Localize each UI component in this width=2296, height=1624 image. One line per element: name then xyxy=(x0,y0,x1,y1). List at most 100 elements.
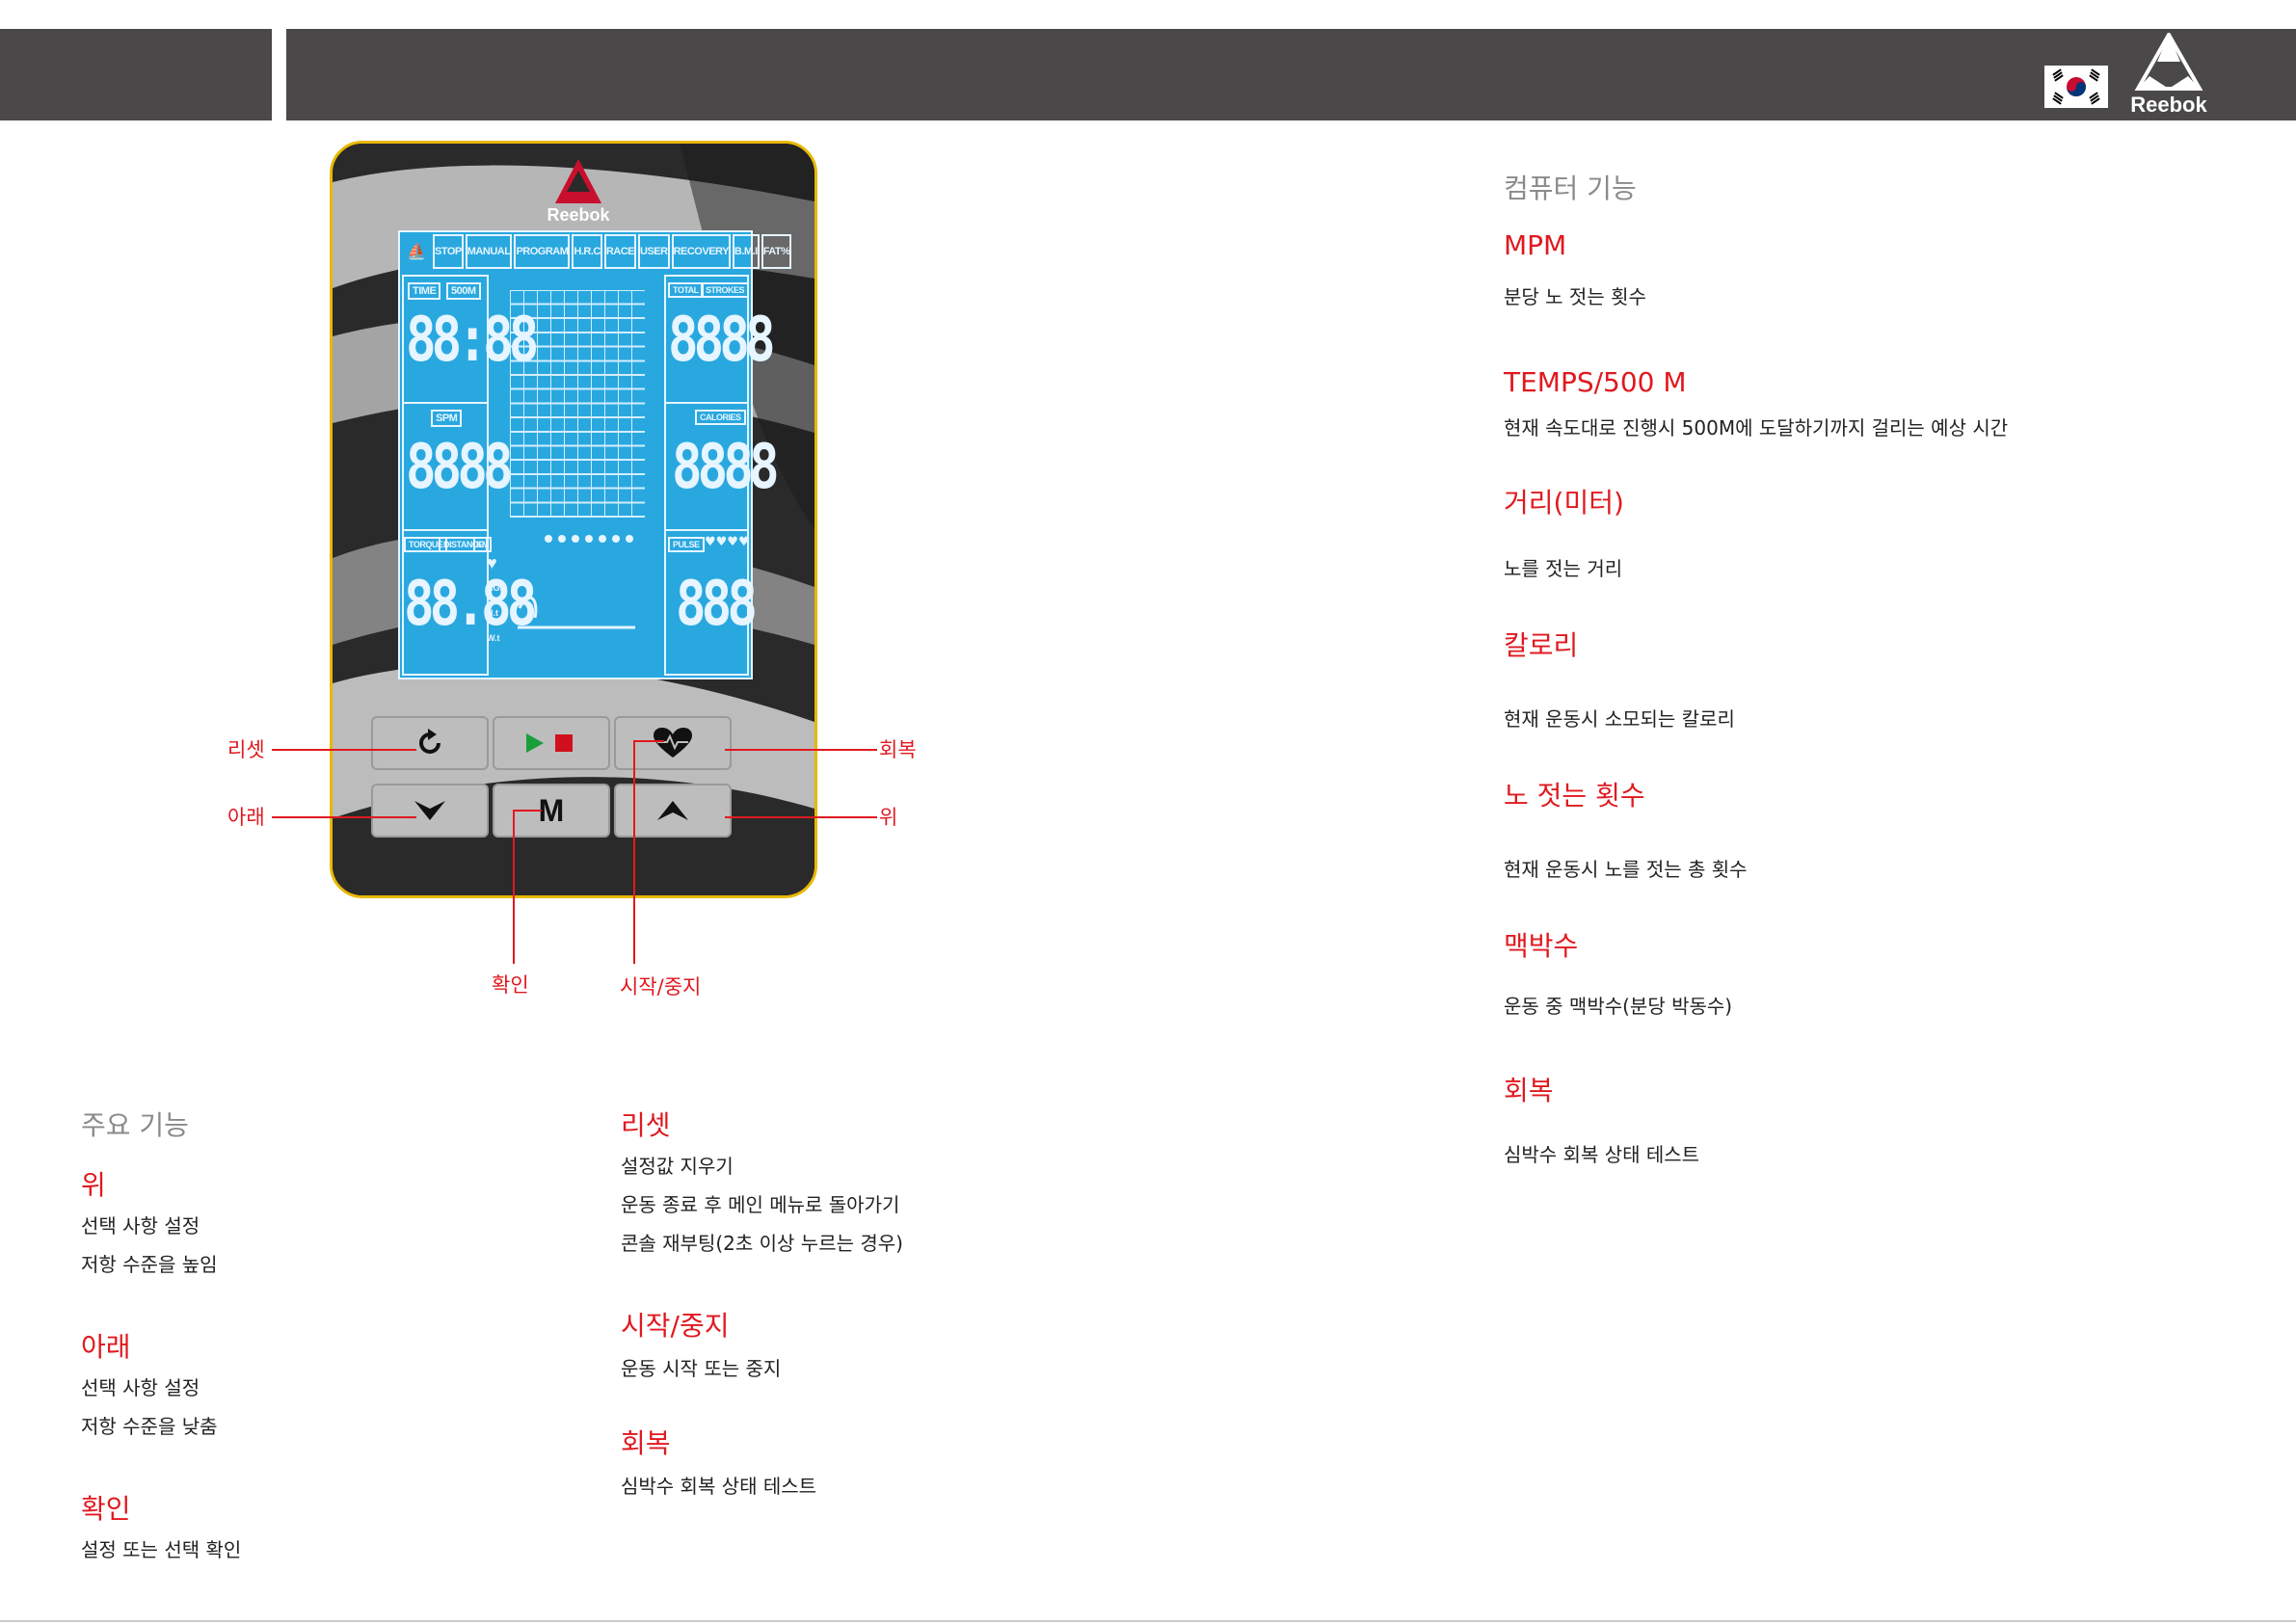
callout-line-start-stop-v xyxy=(633,740,635,964)
callout-line-down xyxy=(272,816,416,818)
callout-line-reset xyxy=(272,749,416,751)
console-reebok-logo: Reebok xyxy=(530,157,627,234)
lcd-label-500m: 500M xyxy=(446,282,481,300)
func-reset-title: 리셋 xyxy=(621,1109,671,1141)
lcd-strokes-panel: TOTAL STROKES 8888 xyxy=(664,275,776,404)
lcd-mode-bmi: B.M.I xyxy=(732,234,760,269)
recovery-button[interactable] xyxy=(614,716,732,770)
reebok-logo: Reebok xyxy=(2121,30,2217,120)
callout-line-confirm-v xyxy=(513,810,515,964)
header-left-bar xyxy=(0,29,272,120)
comp-temps-title: TEMPS/500 M xyxy=(1504,366,1687,398)
lcd-spm-digits: 8888 xyxy=(406,432,514,503)
func-start-stop-line-1: 운동 시작 또는 중지 xyxy=(621,1357,782,1380)
arrow-down-icon xyxy=(414,801,445,820)
lcd-mode-manual: MANUAL xyxy=(465,234,513,269)
lcd-label-calories: CALORIES xyxy=(695,410,746,425)
lcd-label-strokes: STROKES xyxy=(701,282,750,298)
confirm-m-label: M xyxy=(538,792,565,828)
lcd-mode-fat: FAT% xyxy=(761,234,792,269)
comp-recovery-title: 회복 xyxy=(1504,1075,1554,1106)
lcd-distance-panel: TORQUE DISTANCE KM 88.88 xyxy=(402,529,537,676)
lcd-distance-digits: 88.88 xyxy=(404,569,537,640)
func-confirm-line-1: 설정 또는 선택 확인 xyxy=(81,1538,242,1561)
func-recovery-line-1: 심박수 회복 상태 테스트 xyxy=(621,1475,817,1498)
comp-mpm-title: MPM xyxy=(1504,229,1567,261)
lcd-rower-graphic xyxy=(510,521,645,637)
lcd-user-labels: ♥ AGE H.t W.t xyxy=(487,550,508,651)
lcd-label-spm: SPM xyxy=(431,410,463,427)
comp-pulse-title: 맥박수 xyxy=(1504,930,1579,962)
lcd-label-km: KM xyxy=(473,537,492,552)
confirm-m-button[interactable]: M xyxy=(493,784,610,838)
func-reset-line-2: 운동 종료 후 메인 메뉴로 돌아가기 xyxy=(621,1193,900,1216)
lcd-label-ht: H.t xyxy=(487,608,498,618)
lcd-label-distance: DISTANCE xyxy=(439,537,489,552)
callout-line-up xyxy=(725,816,877,818)
lcd-label-torque: TORQUE xyxy=(404,537,448,552)
up-button[interactable] xyxy=(614,784,732,838)
lcd-mode-row: ⛵ STOP MANUAL PROGRAM H.R.C RACE USER RE… xyxy=(402,234,792,269)
callout-reset: 리셋 xyxy=(227,738,265,761)
func-down-title: 아래 xyxy=(81,1331,131,1363)
comp-strokes-title: 노 젓는 횟수 xyxy=(1504,780,1645,812)
func-up-line-1: 선택 사항 설정 xyxy=(81,1214,200,1238)
lcd-mode-recovery: RECOVERY xyxy=(671,234,731,269)
lcd-label-wt: W.t xyxy=(487,633,500,643)
lcd-label-total: TOTAL xyxy=(668,282,704,298)
comp-strokes-text: 현재 운동시 노를 젓는 총 횟수 xyxy=(1504,858,1748,881)
brand-name: Reebok xyxy=(2130,93,2207,117)
lcd-label-time: TIME xyxy=(408,282,441,300)
lcd-mode-hrc: H.R.C xyxy=(572,234,602,269)
comp-distance-title: 거리(미터) xyxy=(1504,487,1624,519)
comp-pulse-text: 운동 중 맥박수(분당 박동수) xyxy=(1504,995,1733,1018)
lcd-label-pulse: PULSE xyxy=(668,537,705,552)
console-illustration: Reebok ⛵ STOP MANUAL PROGRAM H.R.C RACE … xyxy=(330,141,817,898)
lcd-mode-stop: STOP xyxy=(433,234,464,269)
callout-line-start-stop-h xyxy=(633,740,664,742)
lcd-spm-panel: SPM 8888 xyxy=(402,402,514,531)
func-reset-line-1: 설정값 지우기 xyxy=(621,1155,734,1178)
callout-line-confirm-h xyxy=(513,810,542,812)
play-stop-icon xyxy=(526,733,573,753)
func-confirm-title: 확인 xyxy=(81,1493,131,1525)
lcd-time-panel: TIME 500M 88:88 xyxy=(402,275,539,404)
lcd-pulse-digits: 888 xyxy=(676,569,758,640)
bottom-rule xyxy=(0,1620,2296,1622)
down-button[interactable] xyxy=(371,784,489,838)
func-start-stop-title: 시작/중지 xyxy=(621,1310,730,1342)
func-up-line-2: 저항 수준을 높임 xyxy=(81,1253,218,1276)
console-logo-text: Reebok xyxy=(547,205,610,225)
callout-recovery: 회복 xyxy=(879,738,917,761)
lcd-label-age: AGE xyxy=(487,583,506,593)
lcd-mode-race: RACE xyxy=(603,234,637,269)
heart-rate-icon xyxy=(654,728,692,758)
korea-flag-icon xyxy=(2044,66,2108,108)
main-functions-title: 주요 기능 xyxy=(81,1109,189,1141)
func-reset-line-3: 콘솔 재부팅(2초 이상 누르는 경우) xyxy=(621,1232,903,1255)
callout-line-recovery xyxy=(725,749,877,751)
computer-functions-title: 컴퓨터 기능 xyxy=(1504,173,1637,204)
func-up-title: 위 xyxy=(81,1169,106,1201)
reset-button[interactable] xyxy=(371,716,489,770)
lcd-program-grid xyxy=(510,290,645,518)
comp-mpm-text: 분당 노 젓는 횟수 xyxy=(1504,285,1646,308)
arrow-up-icon xyxy=(657,801,688,820)
comp-calories-title: 칼로리 xyxy=(1504,629,1579,661)
lcd-heart-icon: ♥ xyxy=(487,553,497,572)
lcd-calories-digits: 8888 xyxy=(672,432,780,503)
comp-recovery-text: 심박수 회복 상태 테스트 xyxy=(1504,1143,1700,1166)
lcd-heart-icons: ♥♥♥♥ xyxy=(705,535,750,549)
reebok-delta-red-icon xyxy=(555,159,601,203)
func-down-line-2: 저항 수준을 낮춤 xyxy=(81,1415,218,1438)
callout-confirm: 확인 xyxy=(492,973,529,997)
comp-calories-text: 현재 운동시 소모되는 칼로리 xyxy=(1504,707,1735,731)
callout-start-stop: 시작/중지 xyxy=(620,975,702,998)
start-stop-button[interactable] xyxy=(493,716,610,770)
comp-distance-text: 노를 젓는 거리 xyxy=(1504,557,1623,580)
comp-temps-text: 현재 속도대로 진행시 500M에 도달하기까지 걸리는 예상 시간 xyxy=(1504,416,2009,439)
func-down-line-1: 선택 사항 설정 xyxy=(81,1376,200,1399)
header-bar xyxy=(286,29,2296,120)
lcd-strokes-digits: 8888 xyxy=(668,305,776,376)
lcd-pulse-panel: PULSE ♥♥♥♥ 888 xyxy=(664,529,758,676)
